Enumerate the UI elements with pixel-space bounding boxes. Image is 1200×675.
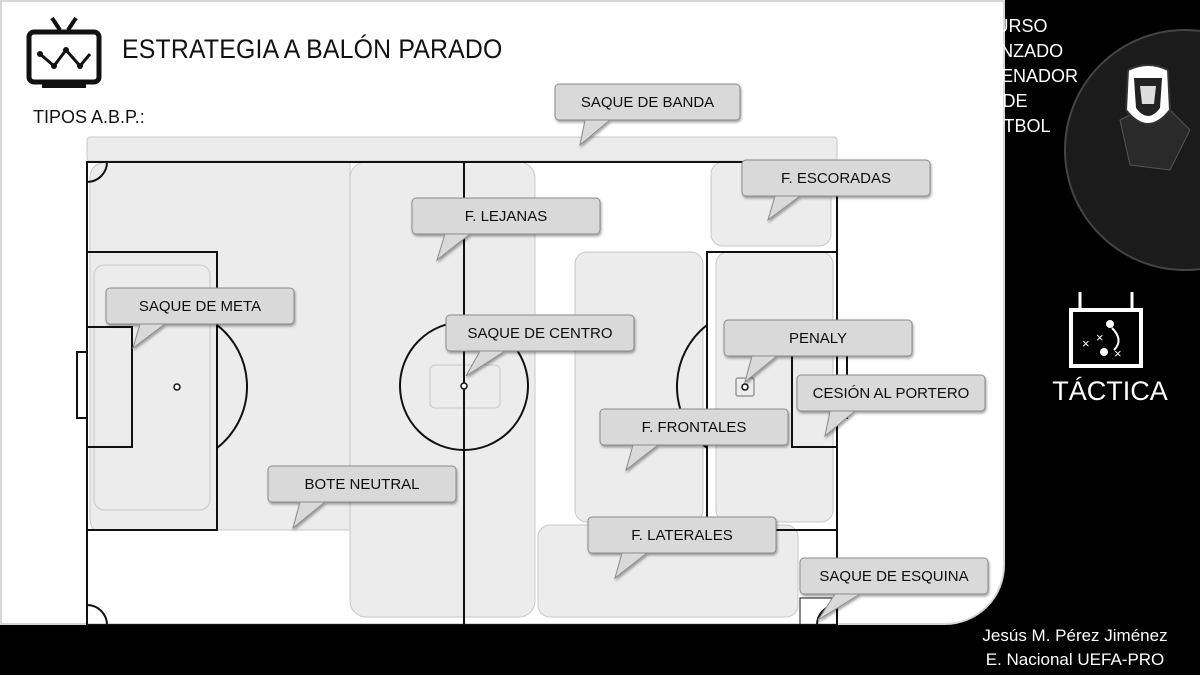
callout-f-laterales: F. LATERALES	[587, 516, 777, 580]
tactics-board-icon: × × ×	[1069, 292, 1143, 368]
callout-label: SAQUE DE ESQUINA	[819, 568, 968, 585]
callout-box	[741, 159, 931, 197]
callout-box	[799, 557, 989, 595]
club-crest-icon	[1124, 64, 1172, 125]
callout-label: SAQUE DE BANDA	[581, 94, 714, 111]
callout-label: SAQUE DE META	[139, 298, 261, 315]
callout-cesion-al-portero: CESIÓN AL PORTERO	[796, 374, 986, 438]
left-goal	[76, 351, 88, 419]
callout-label: BOTE NEUTRAL	[304, 476, 419, 493]
center-spot	[460, 382, 468, 390]
callout-box	[723, 319, 913, 357]
spots	[173, 377, 755, 397]
callout-f-escoradas: F. ESCORADAS	[741, 159, 931, 222]
course-line: DE	[1002, 91, 1028, 111]
left-penalty-arc	[216, 324, 249, 449]
author-role: E. Nacional UEFA-PRO	[985, 650, 1165, 669]
svg-text:×: ×	[1114, 346, 1122, 361]
course-line: CURSO AVANZADO	[966, 16, 1064, 61]
callout-label: SAQUE DE CENTRO	[467, 325, 612, 342]
callout-box	[796, 374, 986, 412]
tv-chart-icon	[26, 16, 102, 88]
callout-saque-de-meta: SAQUE DE META	[105, 287, 295, 350]
course-line: FÚTBOL	[979, 116, 1051, 136]
callout-tail	[824, 410, 857, 438]
callout-box	[587, 516, 777, 554]
callout-box	[554, 83, 741, 121]
zone-f-frontales	[574, 251, 704, 523]
callout-box	[599, 408, 789, 446]
callout-label: F. LATERALES	[631, 527, 732, 544]
course-line: ENTRENADOR	[951, 66, 1078, 86]
right-spot-marker	[735, 377, 755, 397]
callout-box	[411, 197, 601, 235]
left-penalty-spot	[173, 383, 181, 391]
right-penalty-spot	[741, 383, 749, 391]
callout-saque-de-banda: SAQUE DE BANDA	[554, 83, 741, 147]
callout-label: F. ESCORADAS	[781, 170, 891, 187]
pitch-diagram: SAQUE DE BANDA F. ESCORADAS F. LEJANAS SAQU…	[76, 83, 989, 625]
callout-label: F. LEJANAS	[465, 208, 548, 225]
svg-text:×: ×	[1082, 336, 1090, 351]
callouts: SAQUE DE BANDA F. ESCORADAS F. LEJANAS SAQU…	[105, 83, 989, 621]
corner-bottom-left	[86, 604, 108, 625]
callout-f-lejanas: F. LEJANAS	[411, 197, 601, 262]
callout-bote-neutral: BOTE NEUTRAL	[267, 465, 457, 530]
callout-box	[445, 314, 635, 352]
page-subtitle: TIPOS A.B.P.:	[33, 107, 145, 127]
callout-saque-de-centro: SAQUE DE CENTRO	[445, 314, 635, 377]
corner-top-left	[86, 161, 108, 183]
corner-flag-box	[799, 597, 838, 625]
page-title: ESTRATEGIA A BALÓN PARADO	[122, 34, 503, 64]
author-block: Jesús M. Pérez Jiménez E. Nacional UEFA-…	[960, 624, 1190, 672]
callout-penaly: PENALY	[723, 319, 913, 384]
callout-box	[267, 465, 457, 503]
course-title: CURSO AVANZADO ENTRENADOR DE FÚTBOL	[940, 14, 1090, 139]
author-name: Jesús M. Pérez Jiménez	[982, 626, 1168, 645]
callout-saque-de-esquina: SAQUE DE ESQUINA	[799, 557, 989, 621]
callout-box	[105, 287, 295, 325]
callout-label: F. FRONTALES	[642, 419, 747, 436]
zones	[86, 136, 838, 618]
callout-label: PENALY	[789, 330, 847, 347]
callout-label: CESIÓN AL PORTERO	[813, 385, 970, 402]
zone-saque-de-banda	[86, 136, 838, 162]
svg-text:×: ×	[1096, 330, 1104, 345]
section-label: TÁCTICA	[1052, 376, 1168, 406]
callout-f-frontales: F. FRONTALES	[599, 408, 789, 472]
